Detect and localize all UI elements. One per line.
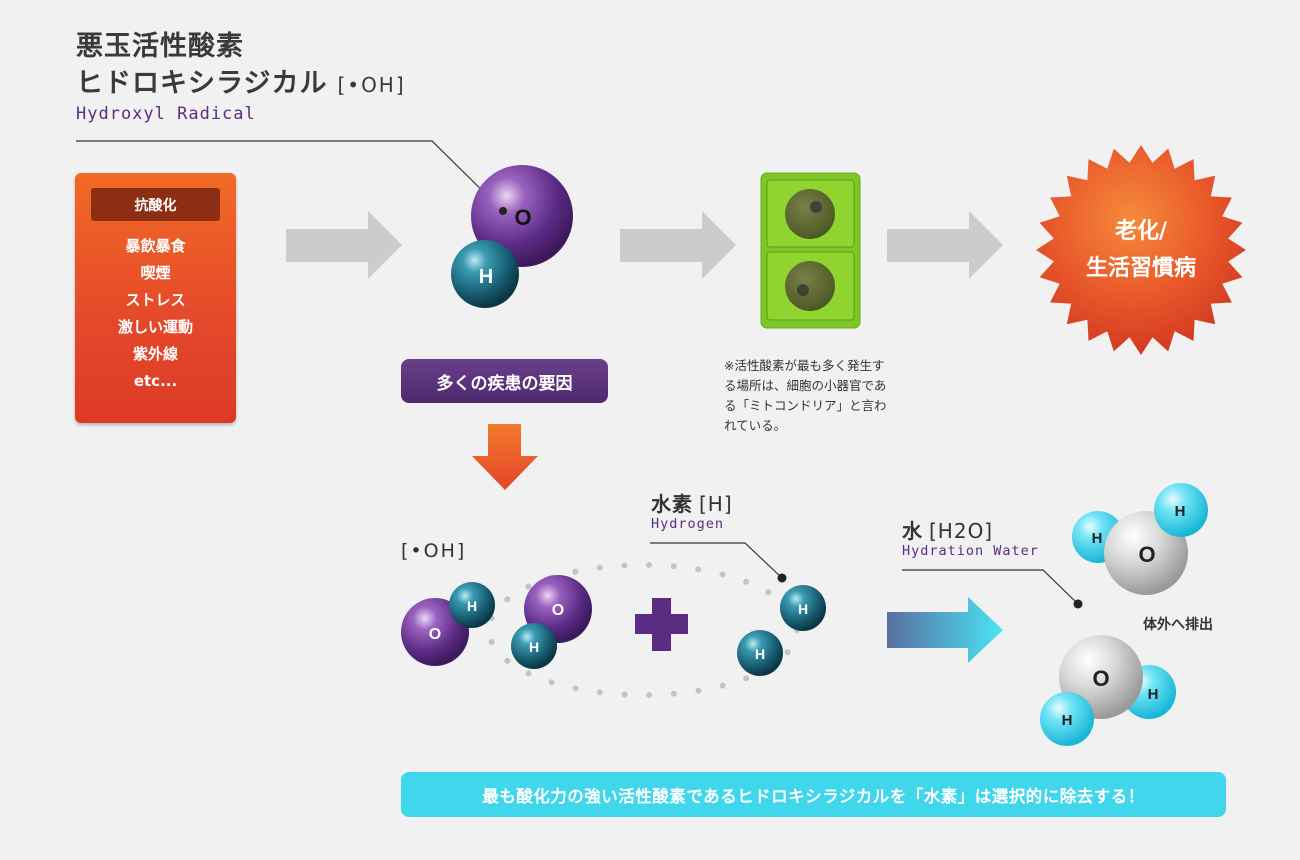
title-formula: [•OH] <box>337 73 406 97</box>
hydrogen-symbol: H <box>798 601 808 617</box>
oxygen-symbol: O <box>1138 542 1155 567</box>
outcome-label-line2: 生活習慣病 <box>1085 256 1196 281</box>
cause-item: 喫煙 <box>140 264 171 282</box>
water-leader-line <box>902 569 1079 605</box>
cause-item: etc... <box>133 372 178 390</box>
causes-list: 暴飲暴食 喫煙 ストレス 激しい運動 紫外線 etc... <box>75 233 236 395</box>
cause-item: 紫外線 <box>132 345 178 363</box>
leader-dot <box>777 573 787 583</box>
arrow-right-3 <box>887 211 1003 279</box>
page-title-line1: 悪玉活性酸素 <box>76 31 244 62</box>
hydrogen-atom-large <box>451 240 519 308</box>
page-subtitle-en: Hydroxyl Radical <box>76 104 256 124</box>
hydrogen-atom-small <box>449 582 495 628</box>
outcome-label-line1: 老化/ <box>1114 219 1168 244</box>
causes-panel: 抗酸化 暴飲暴食 喫煙 ストレス 激しい運動 紫外線 etc... <box>75 173 236 423</box>
hydrogen-atom-small <box>511 623 557 669</box>
page-title-line2: ヒドロキシラジカル [•OH] <box>76 61 406 100</box>
water-formula: [H2O] <box>929 519 994 543</box>
hydrogen-symbol: H <box>1148 686 1159 703</box>
oxygen-symbol: O <box>514 205 531 230</box>
cause-item: 暴飲暴食 <box>125 237 186 255</box>
hydroxyl-label: [•OH] <box>401 540 467 562</box>
hydrogen-symbol: H <box>1092 530 1103 547</box>
hydrogen-symbol: H <box>467 598 477 614</box>
arrow-right-1 <box>286 211 402 279</box>
water-label: 水[H2O] <box>902 515 993 544</box>
cause-item: ストレス <box>125 291 186 309</box>
hydrogen-label-en: Hydrogen <box>651 516 725 532</box>
hydrogen-leader-line <box>650 542 783 579</box>
title-radical-name: ヒドロキシラジカル <box>76 68 328 99</box>
water-label-jp: 水 <box>902 519 923 543</box>
mitochondria-note: ※活性酸素が最も多く発生する場所は、細胞の小器官である「ミトコンドリア」と言われ… <box>724 358 887 433</box>
hydrogen-atom-water <box>1154 483 1208 537</box>
arrow-down <box>472 424 538 490</box>
cause-item: 激しい運動 <box>117 318 193 336</box>
hydrogen-label: 水素[H] <box>651 488 733 517</box>
disease-cause-label: 多くの疾患の要因 <box>401 359 608 403</box>
title-leader-line <box>76 140 504 212</box>
water-label-en: Hydration Water <box>902 543 1039 559</box>
hydrogen-atom-water <box>1040 692 1094 746</box>
hydrogen-label-jp: 水素 <box>651 492 693 516</box>
leader-dot <box>1073 599 1083 609</box>
hydrogen-symbol: H <box>755 646 765 662</box>
hydrogen-formula: [H] <box>699 492 733 516</box>
starburst-badge <box>1036 145 1246 355</box>
hydrogen-atom-small <box>737 630 783 676</box>
plus-icon <box>635 598 688 651</box>
oxygen-symbol: O <box>552 602 564 619</box>
conclusion-banner: 最も酸化力の強い活性酸素であるヒドロキシラジカルを「水素」は選択的に除去する！ <box>401 772 1226 817</box>
leader-dot <box>499 207 507 215</box>
hydrogen-atom-small <box>780 585 826 631</box>
oxygen-symbol: O <box>1092 666 1109 691</box>
hydrogen-symbol: H <box>1175 503 1186 520</box>
hydrogen-symbol: H <box>529 639 539 655</box>
hydrogen-symbol: H <box>479 266 493 288</box>
causes-heading: 抗酸化 <box>91 188 220 221</box>
excretion-label: 体外へ排出 <box>1143 617 1213 633</box>
hydrogen-symbol: H <box>1062 712 1073 729</box>
oxygen-atom-large <box>471 165 573 267</box>
arrow-right-blue <box>887 597 1003 663</box>
oxygen-symbol: O <box>429 626 441 643</box>
mitochondria-icon <box>760 172 861 329</box>
arrow-right-2 <box>620 211 736 279</box>
outcome-label: 老化/ 生活習慣病 <box>1043 213 1239 287</box>
